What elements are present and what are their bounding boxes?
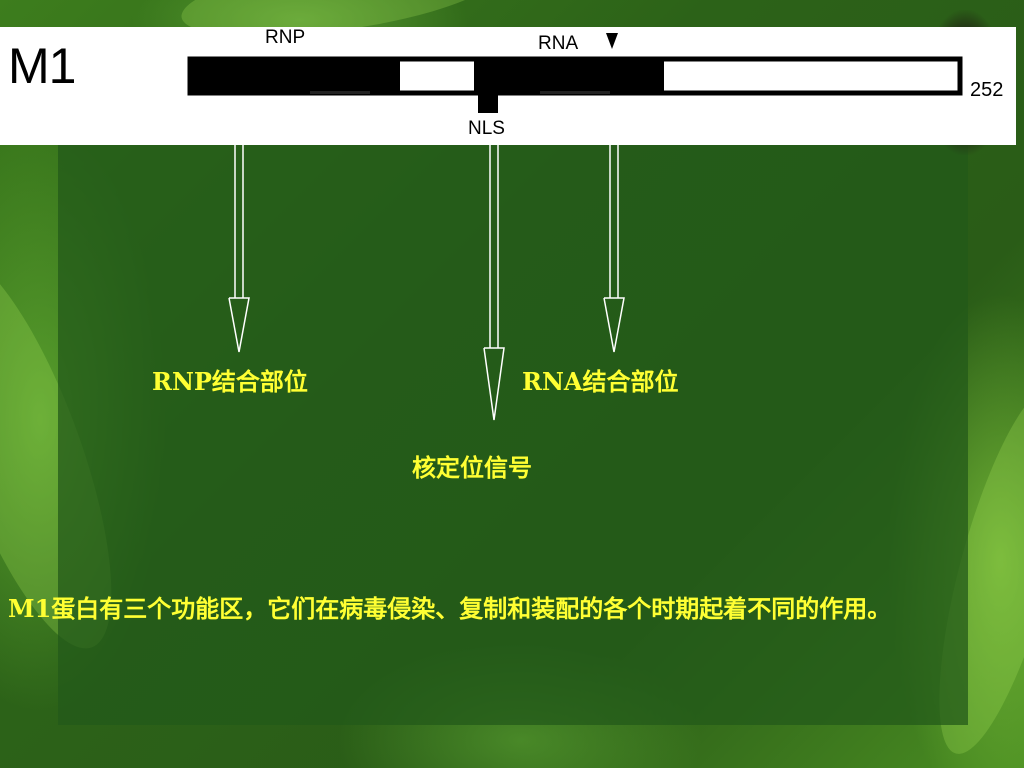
nls-marker: [478, 87, 498, 113]
rna-pointer-icon: [606, 33, 618, 49]
content-panel: [58, 140, 968, 725]
rna-arrow: [603, 145, 625, 353]
nls-signal-caption: 核定位信号: [412, 453, 532, 482]
rnp-label: RNP: [265, 27, 306, 48]
nls-label: NLS: [468, 118, 505, 139]
protein-bar-graphic: [187, 33, 963, 113]
rnp-domain-segment: [190, 59, 400, 93]
protein-name: M1: [8, 38, 76, 94]
rnp-site-caption: RNP结合部位: [152, 367, 308, 396]
protein-length: 252: [970, 79, 1004, 101]
rna-domain-segment: [474, 59, 664, 93]
description-text: M1蛋白有三个功能区，它们在病毒侵染、复制和装配的各个时期起着不同的作用。: [8, 594, 892, 623]
bar-tick: [540, 91, 610, 94]
bar-tick: [310, 91, 370, 94]
rna-label: RNA: [538, 33, 579, 54]
protein-domain-figure: M1 RNP RNA NLS 252: [0, 27, 1016, 145]
rna-site-caption: RNA结合部位: [522, 367, 679, 396]
rnp-arrow: [228, 145, 250, 353]
nls-arrow: [483, 145, 505, 421]
